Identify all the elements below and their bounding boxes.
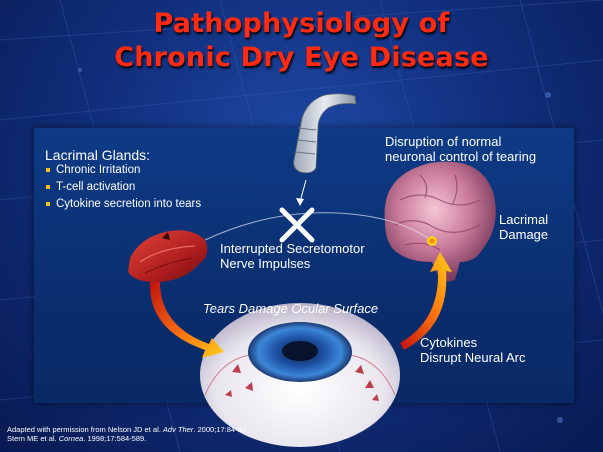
- citation-line2: Stern ME et al. Cornea. 1998;17:584-589.: [7, 434, 248, 443]
- cytokines-line1: Cytokines: [420, 335, 525, 350]
- bullet-cytokine-secretion: Cytokine secretion into tears: [45, 197, 215, 211]
- citation2-suffix: . 1998;17:584-589.: [83, 434, 146, 443]
- citation: Adapted with permission from Nelson JD e…: [7, 425, 248, 443]
- citation-line1: Adapted with permission from Nelson JD e…: [7, 425, 248, 434]
- lacrimal-damage-line1: Lacrimal: [499, 212, 548, 227]
- bullet-t-cell-activation: T-cell activation: [45, 180, 215, 194]
- disruption-label: Disruption of normal neuronal control of…: [385, 134, 536, 164]
- bullet-chronic-irritation: Chronic Irritation: [45, 163, 215, 177]
- citation1-journal: Adv Ther: [163, 425, 193, 434]
- interrupted-impulses-label: Interrupted Secretomotor Nerve Impulses: [220, 241, 365, 271]
- citation1-suffix: . 2000;17:84-93.: [193, 425, 248, 434]
- cytokines-label: Cytokines Disrupt Neural Arc: [420, 335, 525, 365]
- interrupted-label-line1: Interrupted Secretomotor: [220, 241, 365, 256]
- lacrimal-damage-line2: Damage: [499, 227, 548, 242]
- gland-to-eye-arrow: [150, 282, 224, 358]
- citation2-prefix: Stern ME et al.: [7, 434, 59, 443]
- lacrimal-glands-heading: Lacrimal Glands:: [45, 147, 150, 163]
- interrupted-label-line2: Nerve Impulses: [220, 256, 365, 271]
- device-arrowhead: [296, 198, 304, 206]
- lacrimal-gland-illustration: [128, 230, 207, 282]
- cytokines-line2: Disrupt Neural Arc: [420, 350, 525, 365]
- lacrimal-damage-label: Lacrimal Damage: [499, 212, 548, 242]
- citation2-journal: Cornea: [59, 434, 84, 443]
- disruption-label-line2: neuronal control of tearing: [385, 149, 536, 164]
- device-illustration: [294, 94, 356, 173]
- disruption-label-line1: Disruption of normal: [385, 134, 536, 149]
- lacrimal-glands-bullet-list: Chronic Irritation T-cell activation Cyt…: [45, 163, 215, 214]
- citation1-prefix: Adapted with permission from Nelson JD e…: [7, 425, 163, 434]
- tears-damage-label: Tears Damage Ocular Surface: [203, 301, 378, 316]
